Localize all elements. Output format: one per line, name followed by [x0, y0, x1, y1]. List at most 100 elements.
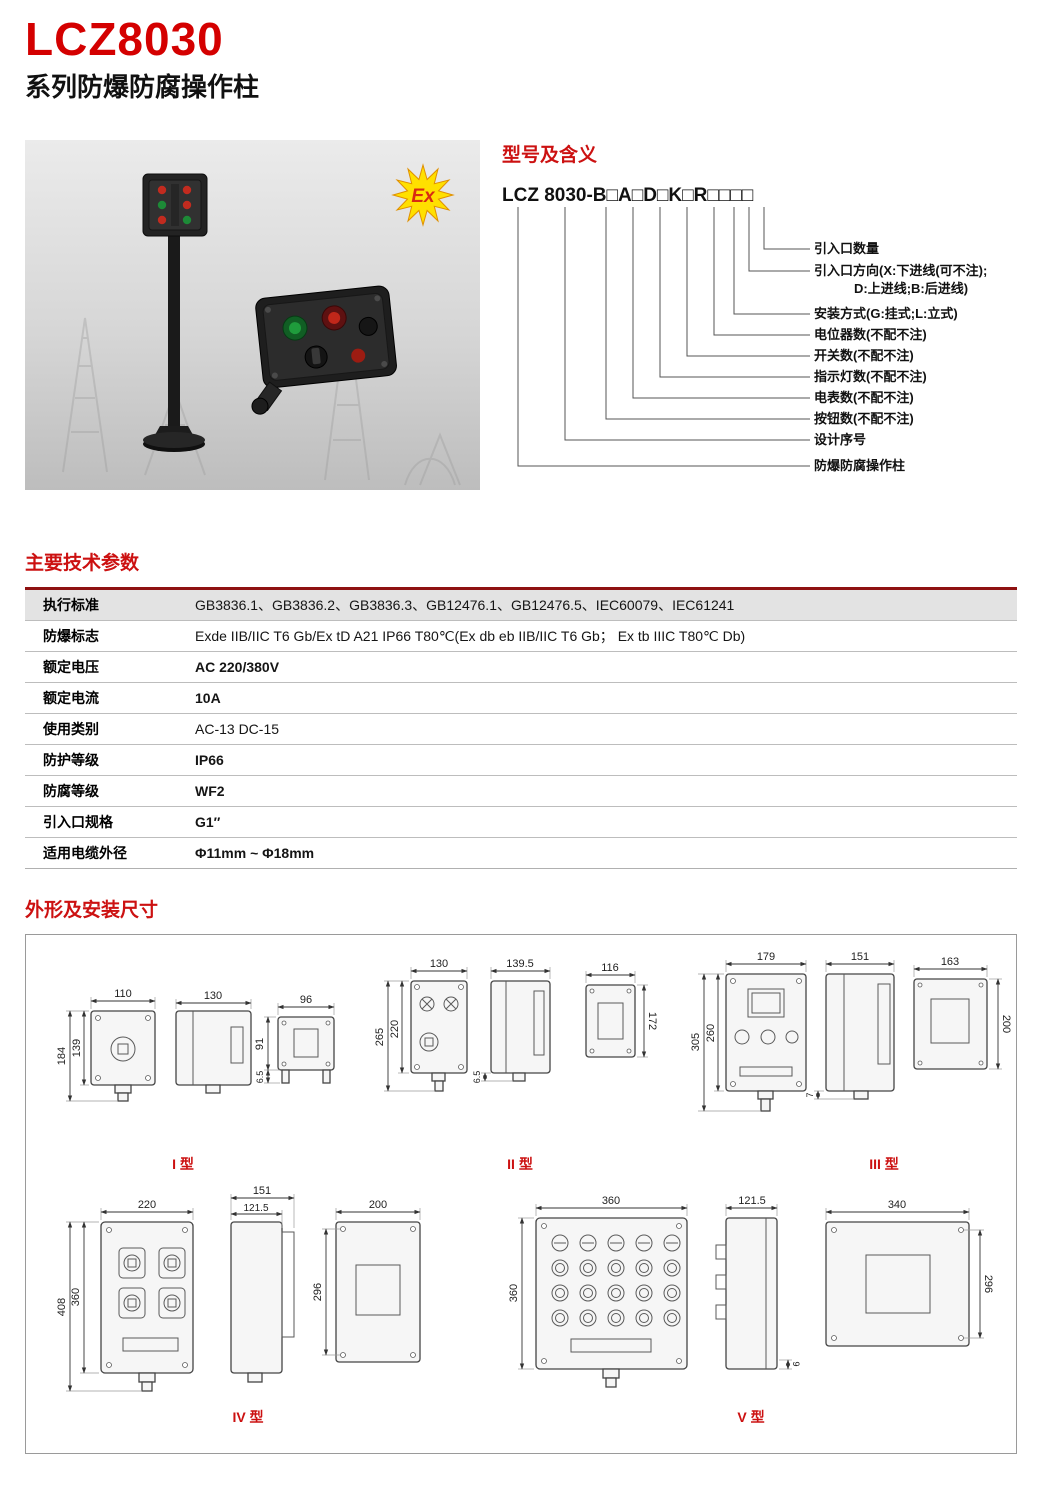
param-value: GB3836.1、GB3836.2、GB3836.3、GB12476.1、GB1…	[195, 597, 735, 613]
dim-label: 139.5	[506, 958, 534, 970]
table-row: 引入口规格 G1″	[25, 807, 1017, 838]
dim-label: 220	[138, 1199, 156, 1211]
dim-label: 200	[369, 1199, 387, 1211]
dim-label: 260	[705, 1024, 717, 1042]
dim-label: 179	[757, 951, 775, 963]
table-row: 额定电流 10A	[25, 683, 1017, 714]
dim-label: 200	[1000, 1015, 1012, 1033]
params-heading: 主要技术参数	[25, 553, 140, 574]
dim-label: 7	[805, 1092, 815, 1097]
table-row: 额定电压 AC 220/380V	[25, 652, 1017, 683]
param-label: 防护等级	[43, 752, 99, 768]
type-label: I 型	[172, 1156, 194, 1172]
type2-back-view: 116 172	[585, 962, 658, 1058]
model-section-heading: 型号及含义	[502, 145, 598, 166]
dim-label: 139	[71, 1039, 83, 1057]
type2-front-view: 130 265 220	[374, 958, 468, 1092]
param-label: 适用电缆外径	[43, 845, 127, 861]
model-code-label: 安装方式(G:挂式;L:立式)	[814, 306, 958, 321]
dim-label: 121.5	[738, 1195, 766, 1207]
dim-label: 121.5	[243, 1203, 268, 1214]
type-label: II 型	[507, 1156, 533, 1172]
dim-label: 110	[114, 988, 132, 1000]
type3-back-view: 163 200	[913, 956, 1012, 1070]
param-value: Exde IIB/IIC T6 Gb/Ex tD A21 IP66 T80℃(E…	[195, 628, 746, 644]
type4-side-view: 151 121.5	[230, 1185, 295, 1383]
dim-label: 360	[508, 1284, 520, 1302]
param-label: 使用类别	[43, 721, 99, 737]
drawings-row-1: 110 184 139	[56, 951, 1012, 1172]
dim-label: 116	[601, 962, 619, 974]
dim-label: 220	[389, 1020, 401, 1038]
dim-label: 130	[204, 990, 222, 1002]
technical-params-section: 主要技术参数 执行标准 GB3836.1、GB3836.2、GB3836.3、G…	[25, 548, 1017, 869]
table-row: 使用类别 AC-13 DC-15	[25, 714, 1017, 745]
dim-label: 6.5	[472, 1071, 482, 1084]
param-label: 引入口规格	[43, 814, 113, 830]
param-value: G1″	[195, 814, 221, 830]
dim-label: 130	[430, 958, 448, 970]
type2-side-view: 139.5 6.5	[472, 958, 551, 1084]
model-code-connectors	[517, 207, 810, 467]
param-value: Φ11mm ~ Φ18mm	[195, 845, 315, 861]
model-code-label: 指示灯数(不配不注)	[814, 369, 927, 384]
param-value: WF2	[195, 783, 225, 799]
dimensions-heading: 外形及安装尺寸	[25, 900, 159, 921]
table-row: 防爆标志 Exde IIB/IIC T6 Gb/Ex tD A21 IP66 T…	[25, 621, 1017, 652]
dim-label: 305	[690, 1033, 702, 1051]
control-box-device	[251, 285, 397, 415]
type3-side-view: 151 7	[805, 951, 895, 1100]
dim-label: 96	[300, 994, 312, 1006]
type5-back-view: 340 296	[825, 1199, 994, 1347]
page-header: LCZ8030 系列防爆防腐操作柱	[25, 16, 259, 104]
dim-label: 91	[254, 1038, 266, 1050]
ex-logo-text: Ex	[411, 186, 436, 207]
dim-label: 296	[982, 1275, 994, 1293]
param-value: AC-13 DC-15	[195, 721, 280, 737]
model-code-diagram: LCZ 8030-B□A□D□K□R□□□□ 引入口数量 引入口方向(X:下进线…	[502, 185, 987, 473]
operation-column-device	[142, 173, 208, 452]
dim-label: 151	[253, 1185, 271, 1197]
dim-label: 163	[941, 956, 959, 968]
param-label: 防腐等级	[43, 783, 99, 799]
table-row: 防护等级 IP66	[25, 745, 1017, 776]
model-code-label: 电位器数(不配不注)	[814, 327, 927, 342]
type-label: III 型	[869, 1156, 899, 1172]
model-code-label: 按钮数(不配不注)	[814, 411, 914, 426]
product-photo-image: Ex	[25, 140, 480, 490]
page-title: LCZ8030	[25, 13, 224, 65]
table-row: 适用电缆外径 Φ11mm ~ Φ18mm	[25, 838, 1017, 868]
type5-side-view: 121.5 9	[715, 1195, 801, 1370]
type1-back-view: 96 91 6.5	[254, 994, 335, 1084]
model-code-label: 电表数(不配不注)	[814, 390, 914, 405]
params-table: 执行标准 GB3836.1、GB3836.2、GB3836.3、GB12476.…	[25, 587, 1017, 869]
dim-label: 184	[56, 1047, 68, 1065]
model-code-label: 设计序号	[814, 432, 866, 447]
type-label: IV 型	[232, 1409, 263, 1425]
dimensions-section: 外形及安装尺寸	[25, 895, 1017, 1454]
model-code: LCZ 8030-B□A□D□K□R□□□□	[502, 185, 754, 206]
dim-label: 151	[851, 951, 869, 963]
type1-front-view: 110 184 139	[56, 988, 156, 1102]
dim-label: 360	[70, 1288, 82, 1306]
dimension-drawings-panel: 110 184 139	[25, 934, 1017, 1454]
page-subtitle: 系列防爆防腐操作柱	[25, 71, 260, 102]
param-value: 10A	[195, 690, 221, 706]
type4-back-view: 200 296	[312, 1199, 421, 1363]
model-code-label: 引入口数量	[814, 241, 879, 256]
model-code-label: 引入口方向(X:下进线(可不注);	[814, 263, 987, 278]
type5-front-view: 360 360	[508, 1195, 688, 1388]
dim-label: 6.5	[255, 1071, 265, 1084]
product-photo: Ex	[25, 140, 480, 490]
model-meaning-section: 型号及含义 LCZ 8030-B□A□D□K□R□□□□ 引入口数量 引入口方向…	[502, 140, 1032, 490]
param-label: 额定电压	[43, 659, 99, 675]
dim-label: 296	[312, 1283, 324, 1301]
dim-label: 172	[646, 1012, 658, 1030]
param-value: AC 220/380V	[195, 659, 280, 675]
table-row: 防腐等级 WF2	[25, 776, 1017, 807]
dimension-drawings: 110 184 139	[56, 951, 1012, 1425]
param-value: IP66	[195, 752, 224, 768]
model-code-label: 防爆防腐操作柱	[814, 458, 905, 473]
dim-label: 408	[56, 1298, 68, 1316]
